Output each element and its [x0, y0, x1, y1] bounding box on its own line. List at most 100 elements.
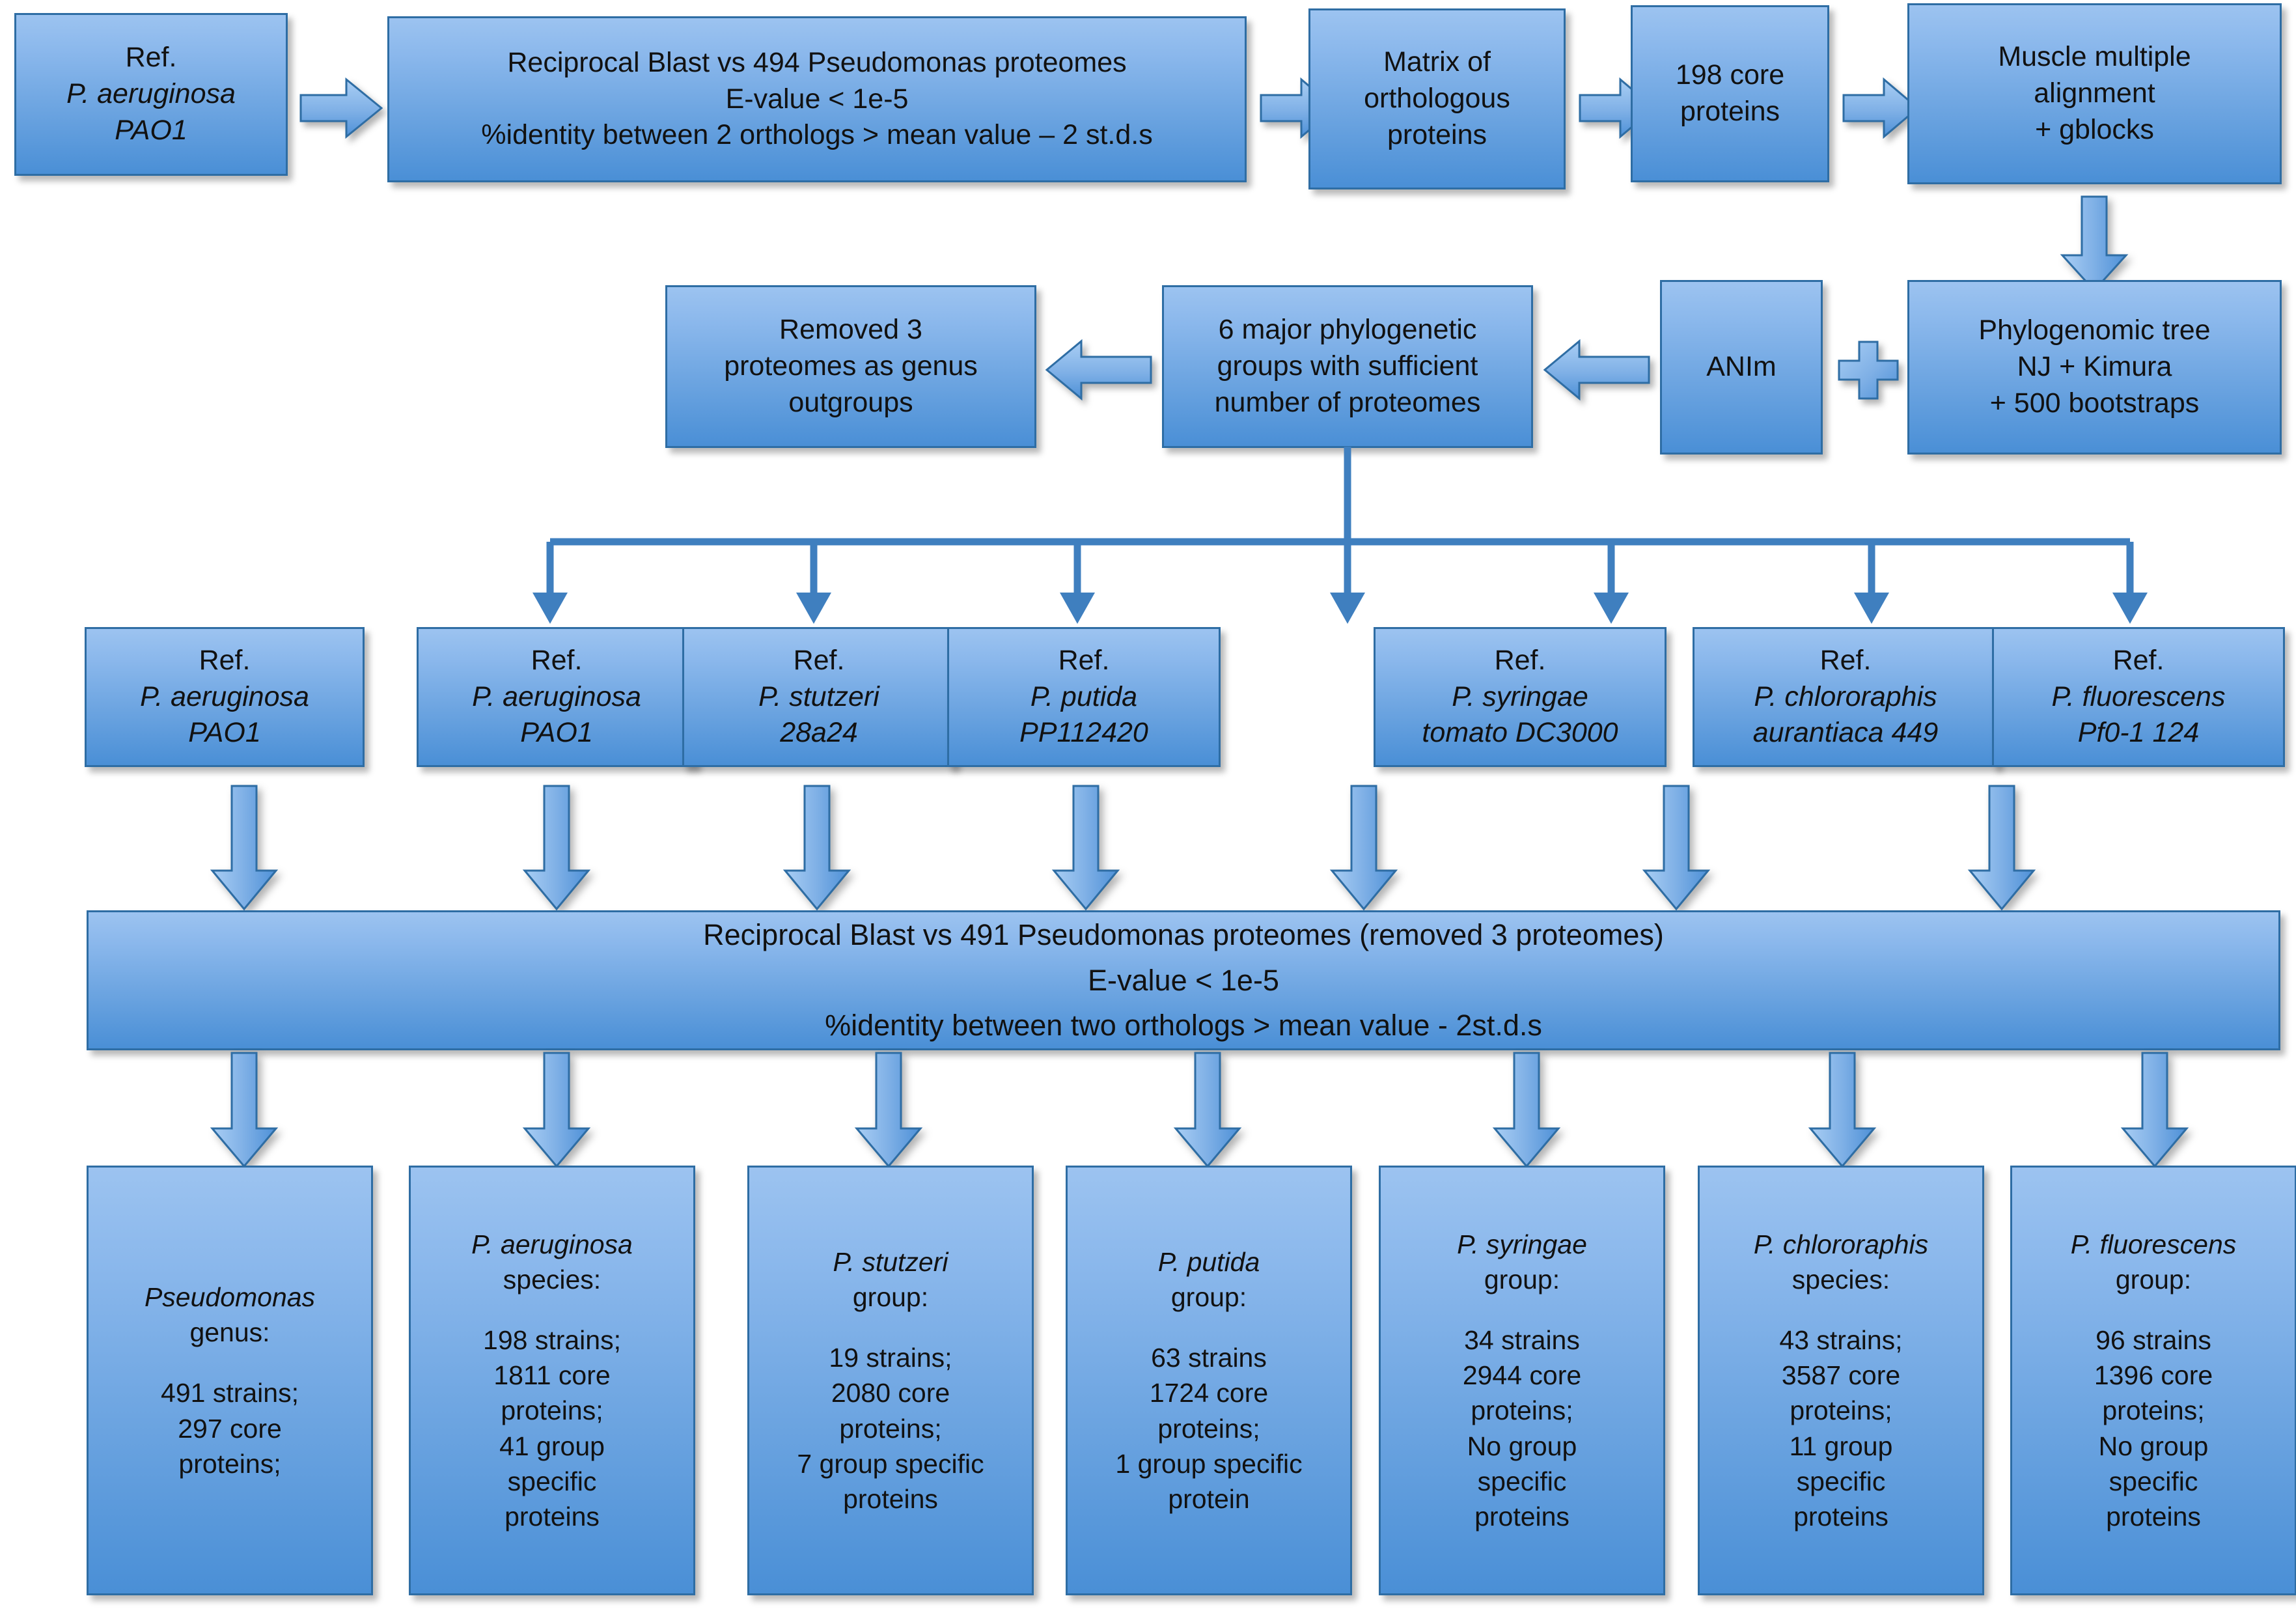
node-line: proteins — [1387, 119, 1487, 150]
result-spacer — [1387, 1297, 1657, 1322]
node-line: P. stutzeri — [758, 680, 879, 712]
node-matrix-orthologous-proteins: Matrix of orthologous proteins — [1308, 8, 1566, 189]
result-spacer — [1706, 1297, 1976, 1322]
result-title-plain: genus: — [189, 1317, 270, 1348]
result-line: proteins; — [2102, 1395, 2205, 1426]
node-6-major-groups: 6 major phylogenetic groups with suffici… — [1162, 285, 1533, 448]
result-spacer — [2019, 1297, 2288, 1322]
result-title-plain: group: — [1484, 1265, 1560, 1295]
arrow-ref5-to-banner — [1328, 785, 1400, 912]
arrow-groups-to-removed — [1045, 339, 1152, 401]
node-line: number of proteomes — [1214, 386, 1481, 418]
node-line: ANIm — [1706, 351, 1777, 383]
result-line: 7 group specific — [797, 1448, 984, 1479]
node-line: aurantiaca 449 — [1752, 717, 1939, 749]
arrow-ref-to-blast — [299, 77, 383, 139]
node-line: E-value < 1e-5 — [725, 83, 909, 115]
result-title-italic: P. stutzeri — [833, 1247, 948, 1278]
result-line: proteins — [1793, 1501, 1888, 1532]
result-title-italic: P. fluorescens — [2070, 1229, 2237, 1260]
node-line: PAO1 — [520, 717, 593, 749]
node-removed-3-proteomes: Removed 3 proteomes as genus outgroups — [665, 285, 1036, 448]
result-content-7: P. fluorescens group: 96 strains 1396 core p… — [2019, 1227, 2288, 1534]
result-line: proteins; — [178, 1448, 281, 1479]
result-line: 1811 core — [493, 1360, 611, 1391]
arrow-ref3-to-banner — [781, 785, 853, 912]
node-line: %identity between 2 orthologs > mean val… — [481, 119, 1153, 151]
node-ref-4: Ref. P. putida PP112420 — [947, 627, 1221, 767]
node-line: 28a24 — [780, 717, 858, 749]
node-line: P. fluorescens — [2051, 680, 2226, 712]
node-line: tomato DC3000 — [1422, 717, 1618, 749]
node-ref-6: Ref. P. chlororaphis aurantiaca 449 — [1693, 627, 1999, 767]
arrow-banner-to-result5 — [1491, 1052, 1562, 1169]
node-line: Pf0-1 124 — [2077, 717, 2200, 749]
result-line: proteins — [1474, 1501, 1570, 1532]
node-line: Ref. — [2112, 644, 2165, 676]
result-title-italic: P. chlororaphis — [1753, 1229, 1929, 1260]
node-line: Ref. — [531, 644, 583, 676]
result-spacer — [1074, 1315, 1344, 1340]
result-line: 1396 core — [2094, 1360, 2213, 1391]
arrow-banner-to-result7 — [2119, 1052, 2191, 1169]
node-line: P. aeruginosa — [472, 680, 641, 712]
node-line: %identity between two orthologs > mean v… — [825, 1009, 1542, 1042]
node-line: P. putida — [1030, 680, 1138, 712]
node-line: Reciprocal Blast vs 491 Pseudomonas prot… — [703, 917, 1664, 951]
result-line: 41 group — [499, 1431, 605, 1461]
arrow-ref1-to-banner — [208, 785, 280, 912]
node-line: P. aeruginosa — [66, 78, 236, 110]
arrow-ref6-to-banner — [1640, 785, 1712, 912]
result-line: 96 strains — [2095, 1325, 2211, 1356]
node-line: Ref. — [1058, 644, 1110, 676]
result-line: protein — [1168, 1483, 1250, 1514]
result-spacer — [756, 1315, 1025, 1340]
result-line: 1 group specific — [1115, 1448, 1303, 1479]
result-box-7: P. fluorescens group: 96 strains 1396 core p… — [2010, 1166, 2296, 1595]
result-line: 491 strains; — [161, 1378, 299, 1408]
result-title-italic: Pseudomonas — [144, 1282, 316, 1313]
result-spacer — [95, 1350, 365, 1375]
result-line: 297 core — [178, 1413, 282, 1444]
result-line: 1724 core — [1149, 1378, 1269, 1408]
arrow-banner-to-result1 — [208, 1052, 280, 1169]
arrow-banner-to-result4 — [1172, 1052, 1243, 1169]
result-title-plain: species: — [503, 1265, 602, 1295]
result-line: 63 strains — [1151, 1343, 1267, 1373]
node-reciprocal-blast-491-banner: Reciprocal Blast vs 491 Pseudomonas prot… — [87, 910, 2280, 1050]
result-line: 34 strains — [1464, 1325, 1580, 1356]
node-line: P. aeruginosa — [140, 680, 309, 712]
result-title-plain: species: — [1791, 1265, 1890, 1295]
result-line: 43 strains; — [1779, 1325, 1903, 1356]
node-line: alignment — [2034, 77, 2155, 109]
result-title-italic: P. putida — [1157, 1247, 1260, 1278]
branch-bus-connector — [0, 447, 2296, 629]
result-line: proteins; — [1790, 1395, 1892, 1426]
arrow-muscle-to-tree — [2058, 195, 2130, 293]
node-line: groups with sufficient — [1217, 350, 1478, 382]
node-line: + 500 bootstraps — [1989, 387, 2200, 419]
result-line: 19 strains; — [829, 1343, 952, 1373]
result-line: specific — [1477, 1466, 1567, 1496]
result-line: proteins — [505, 1501, 600, 1532]
result-content-1: Pseudomonas genus: 491 strains; 297 core pro… — [95, 1280, 365, 1481]
result-line: proteins; — [1157, 1413, 1260, 1444]
node-line: P. chlororaphis — [1754, 680, 1937, 712]
node-198-core-proteins: 198 core proteins — [1631, 5, 1829, 182]
node-ref-7: Ref. P. fluorescens Pf0-1 124 — [1992, 627, 2285, 767]
result-line: specific — [507, 1466, 597, 1496]
result-title-plain: group: — [2115, 1265, 2192, 1295]
result-line: proteins; — [839, 1413, 942, 1444]
node-line: Ref. — [1819, 644, 1872, 676]
result-line: proteins; — [501, 1395, 603, 1426]
node-line: NJ + Kimura — [2017, 351, 2172, 383]
result-line: 198 strains; — [483, 1325, 621, 1356]
node-line: Phylogenomic tree — [1978, 315, 2211, 346]
